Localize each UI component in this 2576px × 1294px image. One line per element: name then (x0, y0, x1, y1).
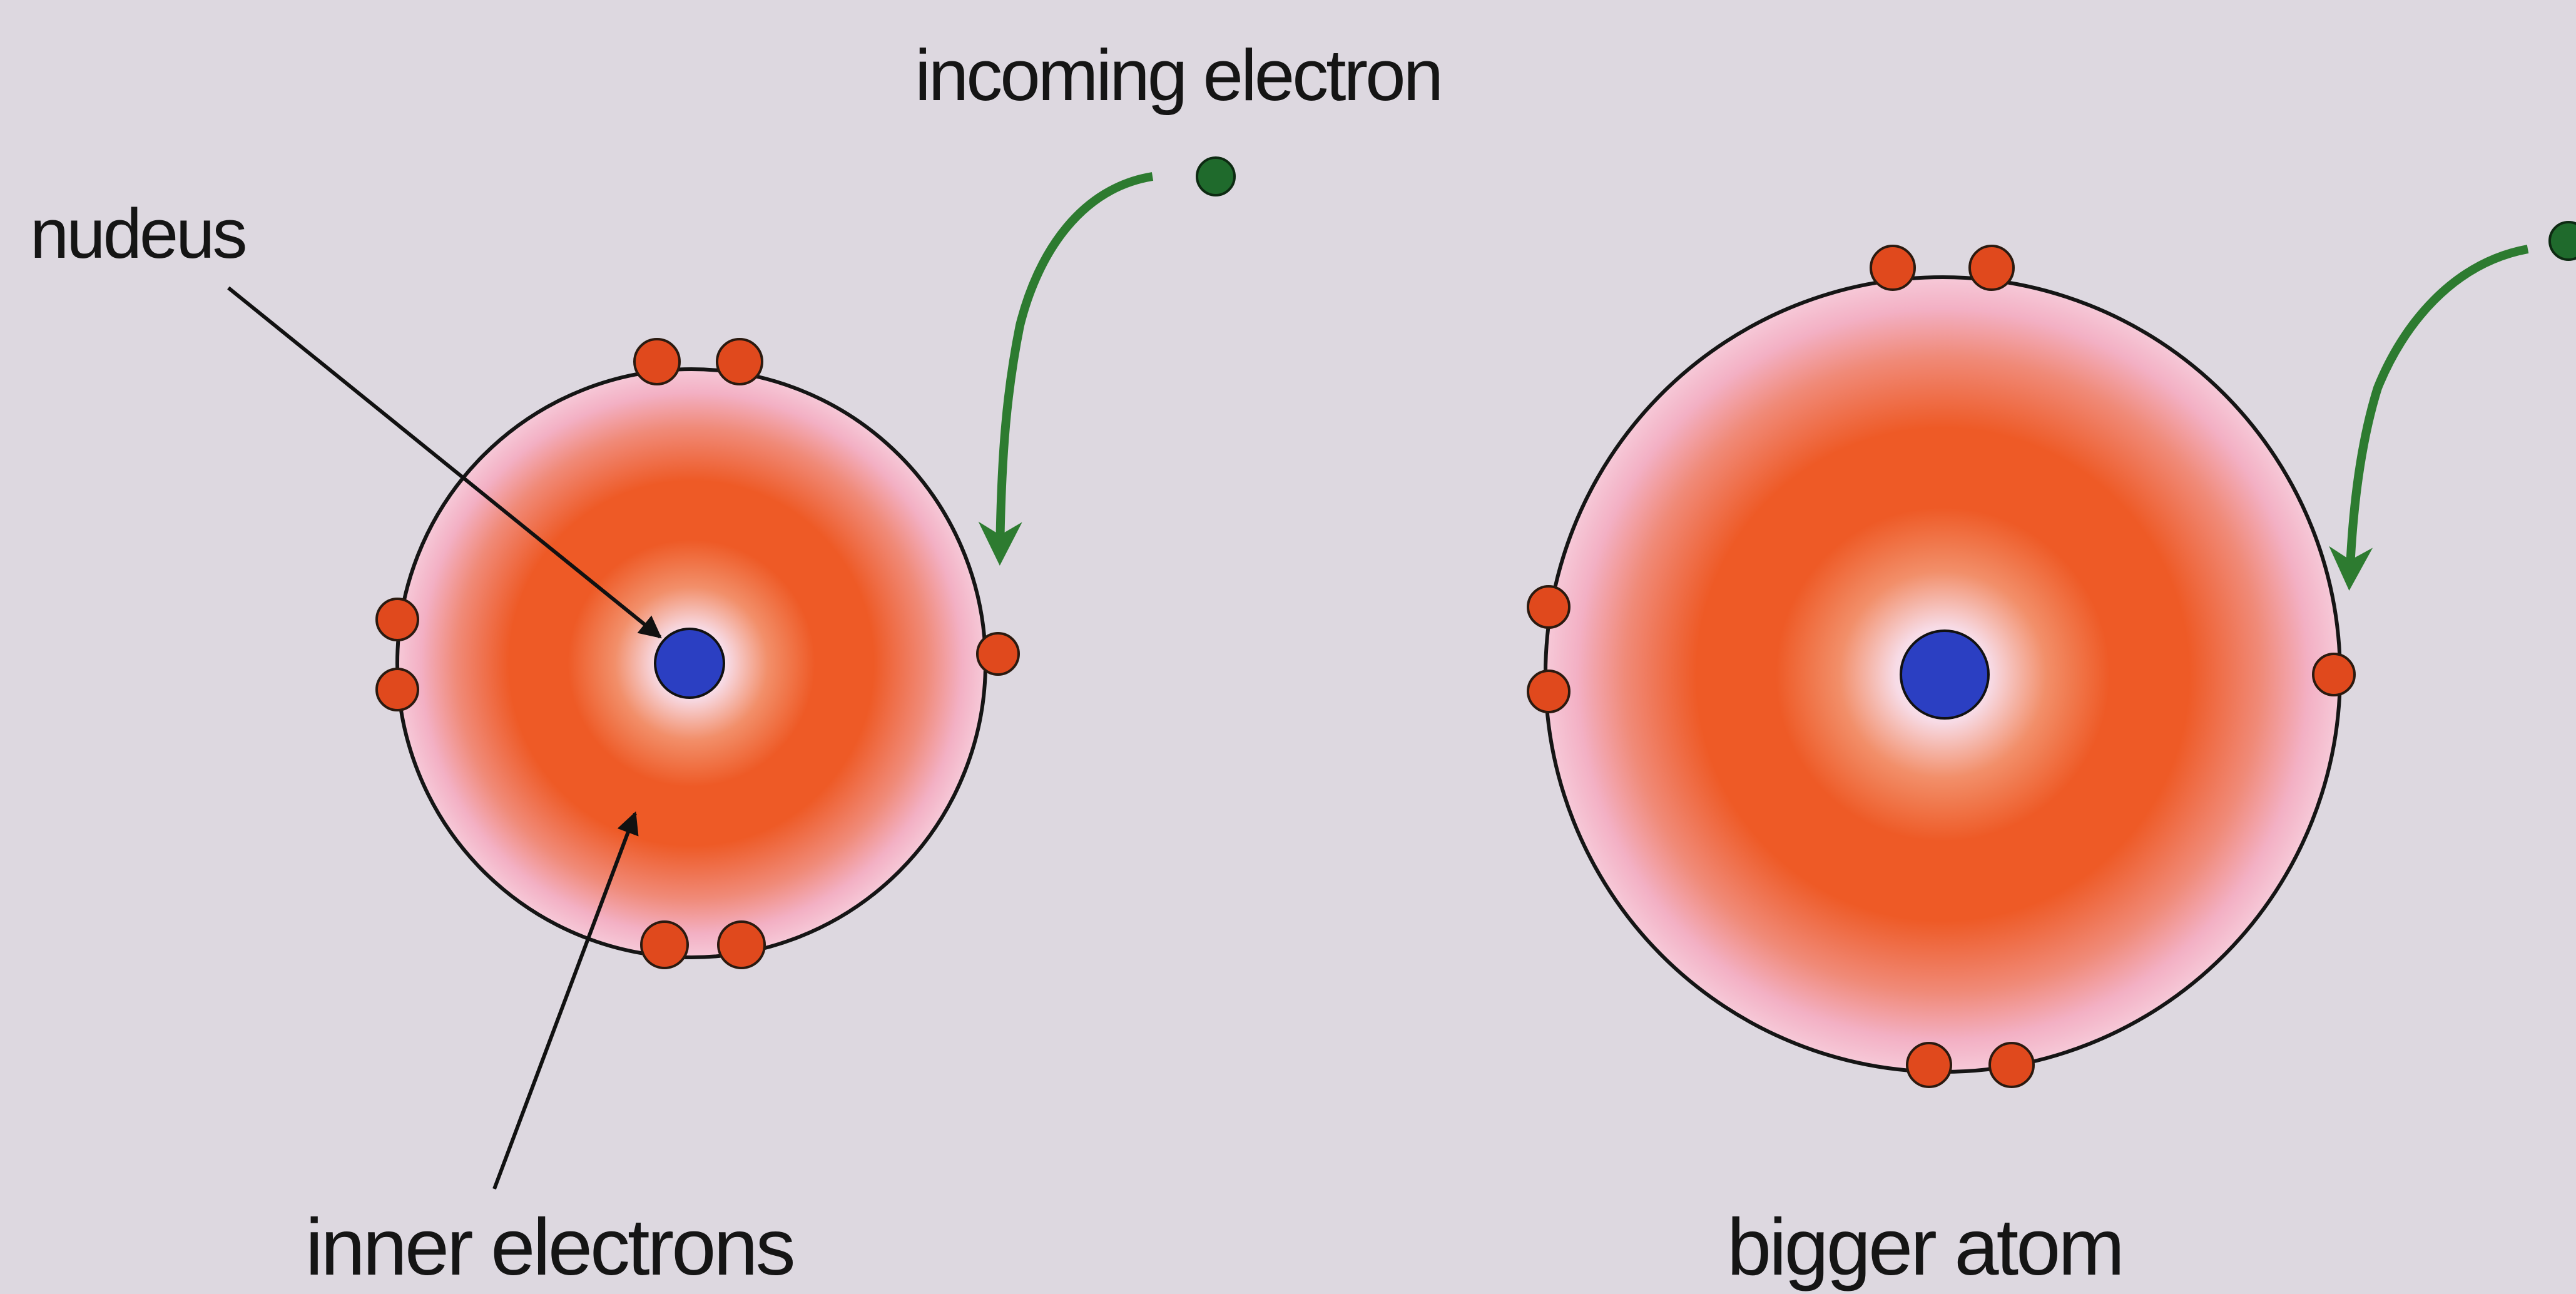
bigger-atom-label: bigger atom (1727, 1208, 2122, 1288)
incoming-electron (2550, 222, 2576, 260)
incoming-electron-arrow-right (2349, 249, 2528, 582)
electron (377, 599, 418, 640)
bigger-atom (1528, 246, 2355, 1087)
electron (2313, 654, 2355, 695)
inner-electrons-label: inner electrons (305, 1208, 793, 1288)
electron (1970, 246, 2013, 290)
electron (1528, 671, 1569, 712)
electron (641, 922, 688, 968)
small-atom-nucleus (655, 629, 724, 698)
electron (977, 633, 1019, 675)
incoming-electron (1197, 158, 1235, 195)
nucleus-label: nudeus (30, 199, 245, 269)
incoming-electron-left (1000, 158, 1235, 557)
electron (718, 922, 765, 968)
small-atom (228, 288, 1019, 1189)
electron (377, 669, 418, 710)
bigger-atom-nucleus (1901, 631, 1988, 718)
electron (1990, 1043, 2034, 1087)
incoming-electron-label: incoming electron (915, 39, 1441, 111)
electron (1907, 1043, 1951, 1087)
incoming-electron-arrow-left (1000, 176, 1153, 557)
electron (1871, 246, 1915, 290)
electron (1528, 586, 1569, 628)
incoming-electron-right (2349, 222, 2576, 582)
electron (717, 339, 762, 384)
electron (634, 339, 680, 384)
